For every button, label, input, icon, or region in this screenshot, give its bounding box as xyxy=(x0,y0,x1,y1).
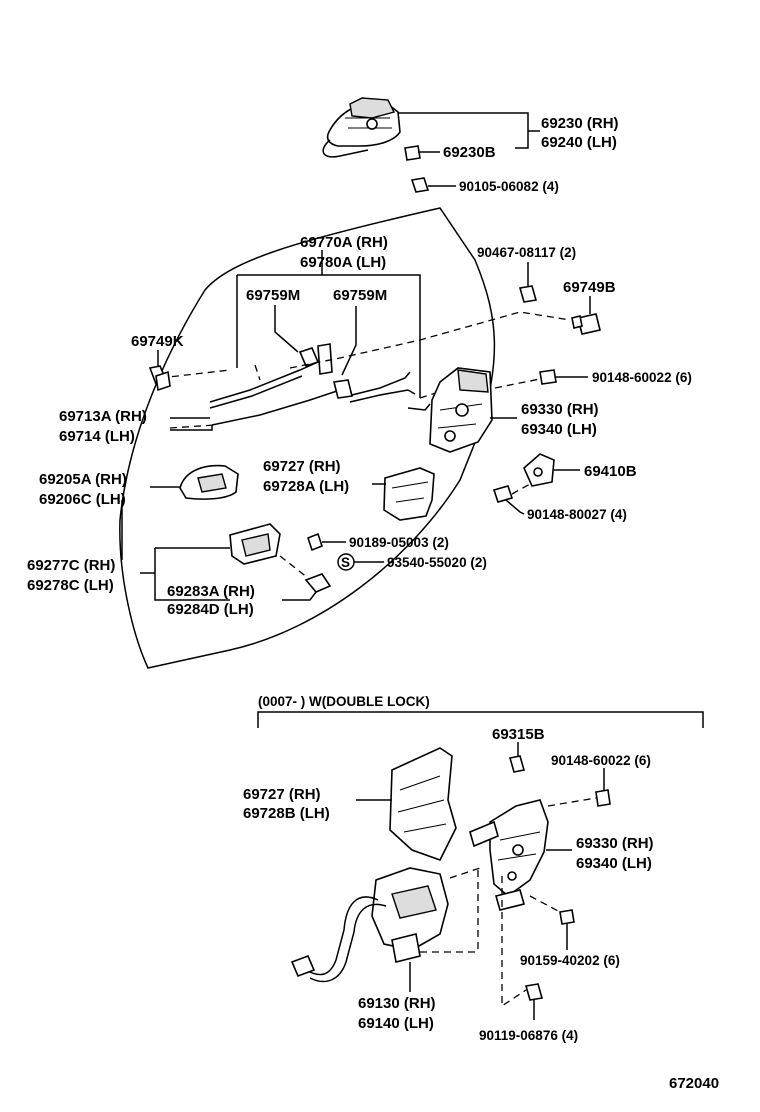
label-69284D: 69284D (LH) xyxy=(167,601,254,618)
label-69340-top: 69340 (LH) xyxy=(521,421,597,438)
label-69230B: 69230B xyxy=(443,144,496,161)
inside-handle-69205A xyxy=(179,464,239,500)
label-69130: 69130 (RH) xyxy=(358,995,436,1012)
label-69140: 69140 (LH) xyxy=(358,1015,434,1032)
cover-69727-bottom xyxy=(389,747,457,861)
symbol-s: S xyxy=(341,555,350,570)
label-90159: 90159-40202 (6) xyxy=(520,953,620,968)
clip-90467 xyxy=(518,285,538,303)
label-69410B: 69410B xyxy=(584,463,637,480)
label-69283A: 69283A (RH) xyxy=(167,583,255,600)
door-lock-assembly-top xyxy=(429,367,493,453)
label-69759M-right: 69759M xyxy=(333,287,387,304)
screw-90189 xyxy=(307,532,323,552)
label-69714: 69714 (LH) xyxy=(59,428,135,445)
label-90148-60022-bottom: 90148-60022 (6) xyxy=(551,753,651,768)
screw-69315B xyxy=(508,755,526,773)
label-69340-bottom: 69340 (LH) xyxy=(576,855,652,872)
label-69240: 69240 (LH) xyxy=(541,134,617,151)
bolt-90148-60022-top xyxy=(539,369,557,385)
label-69749B: 69749B xyxy=(563,279,616,296)
label-90105: 90105-06082 (4) xyxy=(459,179,559,194)
label-90119: 90119-06876 (4) xyxy=(479,1028,578,1043)
screw-69230B xyxy=(404,145,430,161)
door-lock-assembly-bottom xyxy=(469,799,549,911)
clip-69749K xyxy=(148,365,171,392)
label-90148-80027: 90148-80027 (4) xyxy=(527,507,627,522)
bolt-90119 xyxy=(524,983,544,1001)
cover-69727-top xyxy=(383,467,435,521)
label-69315B: 69315B xyxy=(492,726,545,743)
bolt-90159 xyxy=(559,909,575,925)
label-69728A: 69728A (LH) xyxy=(263,478,349,495)
bezel-69277C xyxy=(229,523,281,565)
label-69330-top: 69330 (RH) xyxy=(521,401,599,418)
label-69713A: 69713A (RH) xyxy=(59,408,147,425)
label-69759M-left: 69759M xyxy=(246,287,300,304)
actuator-69130 xyxy=(290,867,449,983)
label-69330-bottom: 69330 (RH) xyxy=(576,835,654,852)
figure-number: 672040 xyxy=(669,1075,719,1092)
label-69277C: 69277C (RH) xyxy=(27,557,115,574)
outside-handle-drawing xyxy=(322,97,401,158)
section-title: (0007- ) W(DOUBLE LOCK) xyxy=(258,694,430,709)
label-69230: 69230 (RH) xyxy=(541,115,619,132)
bolt-90148-60022-bottom xyxy=(595,789,611,807)
label-69205A: 69205A (RH) xyxy=(39,471,127,488)
label-69206C: 69206C (LH) xyxy=(39,491,126,508)
label-69728B: 69728B (LH) xyxy=(243,805,330,822)
label-90148-60022-top: 90148-60022 (6) xyxy=(592,370,692,385)
label-69278C: 69278C (LH) xyxy=(27,577,114,594)
striker-69410B xyxy=(523,453,555,487)
lock-rods xyxy=(209,343,431,426)
label-90467: 90467-08117 (2) xyxy=(477,245,576,260)
label-69727-top: 69727 (RH) xyxy=(263,458,341,475)
label-69727-bottom: 69727 (RH) xyxy=(243,786,321,803)
label-69780A: 69780A (LH) xyxy=(300,254,386,271)
label-90189: 90189-05003 (2) xyxy=(349,535,449,550)
clip-69749B xyxy=(571,313,601,335)
label-69770A: 69770A (RH) xyxy=(300,234,388,251)
label-93540: 93540-55020 (2) xyxy=(387,555,487,570)
bolt-90105 xyxy=(410,177,440,193)
cover-69283A xyxy=(304,573,332,593)
label-69749K: 69749K xyxy=(131,333,184,350)
bolt-90148-80027 xyxy=(492,485,514,503)
